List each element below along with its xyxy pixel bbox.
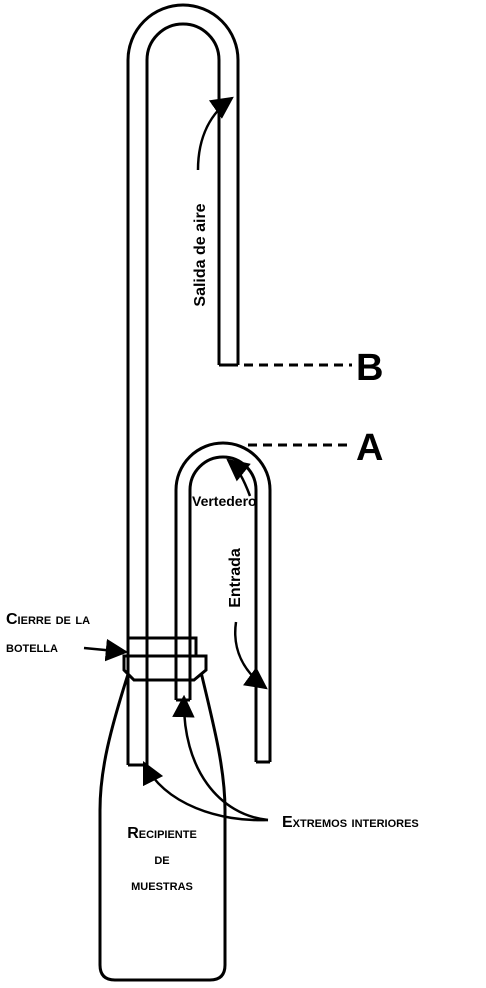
arrow-vertedero [226,458,252,497]
arrow-extremos-left [142,760,269,822]
label-salida-de-aire: Salida de aire [192,203,209,306]
marker-a: A [356,427,383,469]
sample-bottle [98,666,227,982]
label-cierre-line1: Cierre de la [6,611,90,628]
label-entrada: Entrada [227,548,244,608]
arrow-extremos-right [172,694,269,822]
label-recipiente-line2: de [154,851,169,868]
air-outlet-tube-outer [126,3,240,765]
arrow-cierre [83,638,129,662]
bottle-stopper [122,636,208,682]
label-vertedero: Vertedero [192,493,257,509]
label-recipiente-line1: Recipiente [127,825,197,842]
arrow-salida-de-aire [196,96,234,171]
label-recipiente-line3: muestras [131,877,193,894]
inlet-tube-inner [188,455,258,762]
arrow-entrada [234,621,268,690]
inlet-tube-outer [174,441,272,762]
air-outlet-tube-inner [145,22,221,765]
label-cierre-line2: botella [6,639,58,656]
marker-b: B [356,347,383,389]
label-extremos-interiores: Extremos interiores [282,814,419,831]
